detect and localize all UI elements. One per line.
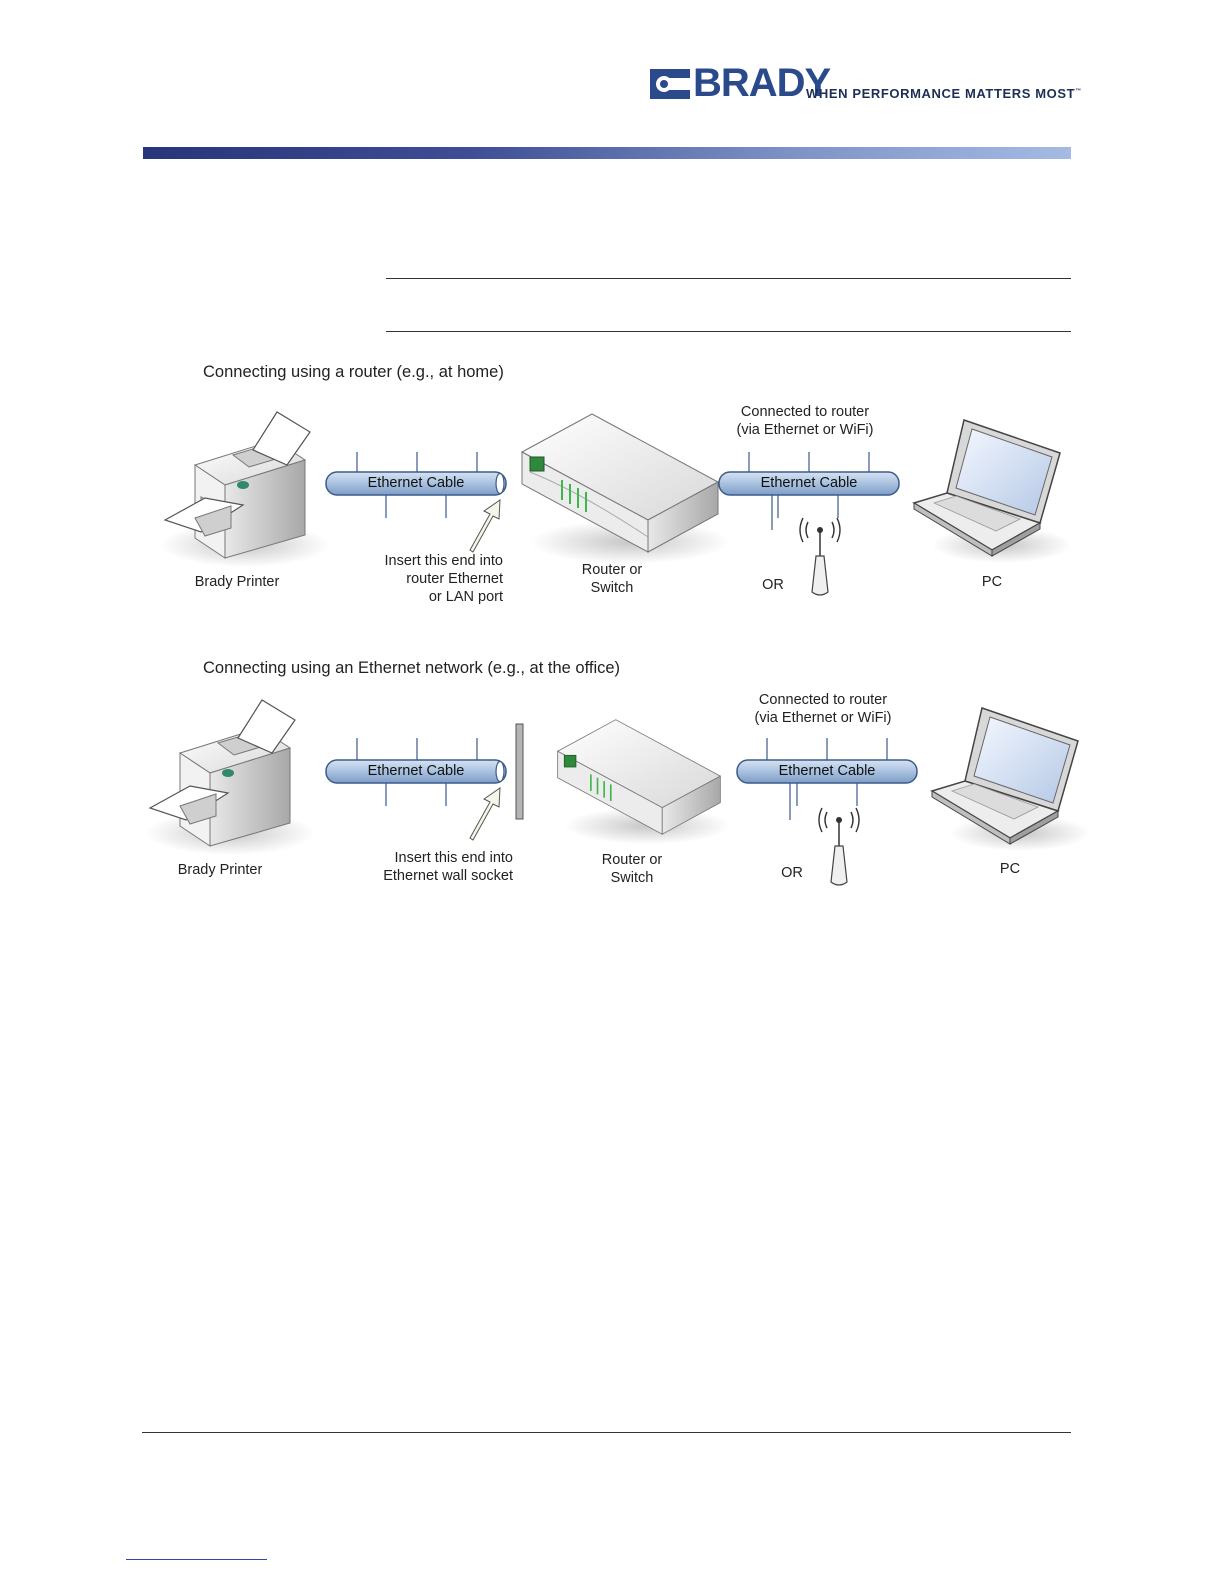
pc-label-office: PC	[999, 861, 1021, 877]
header-gradient-bar	[143, 147, 1071, 159]
insert-note-line-3: or LAN port	[428, 589, 503, 605]
cable-left-label-office: Ethernet Cable	[367, 763, 465, 779]
connected-note: Connected to router (via Ethernet or WiF…	[715, 403, 895, 439]
router-label-office-line-2: Switch	[610, 870, 654, 886]
router-label-office: Router or Switch	[572, 851, 692, 887]
diagram-office-title: Connecting using an Ethernet network (e.…	[203, 659, 621, 677]
section-rule-bottom	[386, 331, 1071, 332]
ethernet-cable-left-office	[325, 738, 507, 806]
brand-tagline: WHEN PERFORMANCE MATTERS MOST™	[806, 86, 1082, 101]
tagline-text: WHEN PERFORMANCE MATTERS MOST	[806, 86, 1076, 101]
router-label-line-2: Switch	[590, 580, 634, 596]
or-label: OR	[762, 577, 784, 593]
printer-label: Brady Printer	[194, 574, 280, 590]
connected-note-office: Connected to router (via Ethernet or WiF…	[733, 691, 913, 727]
diagram-home-title: Connecting using a router (e.g., at home…	[203, 363, 504, 381]
router-icon	[520, 413, 730, 564]
trademark-mark: ™	[1075, 88, 1082, 95]
wall-socket	[515, 723, 524, 820]
wifi-antenna-icon-office	[818, 807, 860, 886]
footer-rule	[142, 1432, 1071, 1433]
cable-left-label: Ethernet Cable	[367, 475, 465, 491]
connected-note-office-line-2: (via Ethernet or WiFi)	[754, 710, 892, 726]
cable-right-label-office: Ethernet Cable	[778, 763, 876, 779]
printer-label-office: Brady Printer	[177, 862, 263, 878]
insert-note-office: Insert this end into Ethernet wall socke…	[353, 849, 513, 885]
insert-note-line-1: Insert this end into	[384, 553, 504, 569]
insert-note-line-2: router Ethernet	[406, 571, 503, 587]
insert-note-office-line-2: Ethernet wall socket	[383, 868, 513, 884]
printer-icon-office	[145, 699, 315, 855]
wifi-antenna-icon	[799, 517, 841, 596]
or-label-office: OR	[781, 865, 803, 881]
connected-note-line-1: Connected to router	[740, 404, 870, 420]
brady-logo	[650, 66, 1080, 106]
ethernet-cable-left	[325, 452, 507, 518]
section-rule-top	[386, 278, 1071, 279]
brand-name: BRADY	[693, 61, 831, 105]
connected-note-line-2: (via Ethernet or WiFi)	[736, 422, 874, 438]
router-label-office-line-1: Router or	[601, 852, 663, 868]
printer-icon	[160, 411, 330, 567]
ethernet-cable-right-office	[736, 738, 918, 820]
insert-note: Insert this end into router Ethernet or …	[343, 552, 504, 606]
laptop-icon	[912, 419, 1072, 563]
connected-note-office-line-1: Connected to router	[758, 692, 888, 708]
insert-arrow-icon	[469, 499, 501, 553]
insert-note-office-line-1: Insert this end into	[394, 850, 514, 866]
footnote-rule	[126, 1559, 267, 1560]
router-icon-office	[556, 719, 731, 845]
insert-arrow-icon-office	[469, 787, 501, 841]
cable-right-label: Ethernet Cable	[760, 475, 858, 491]
pc-label: PC	[981, 574, 1003, 590]
router-label: Router or Switch	[552, 561, 672, 597]
router-label-line-1: Router or	[581, 562, 643, 578]
ethernet-cable-right	[718, 452, 900, 530]
laptop-icon-office	[930, 707, 1090, 851]
brady-mark-icon	[650, 69, 690, 99]
